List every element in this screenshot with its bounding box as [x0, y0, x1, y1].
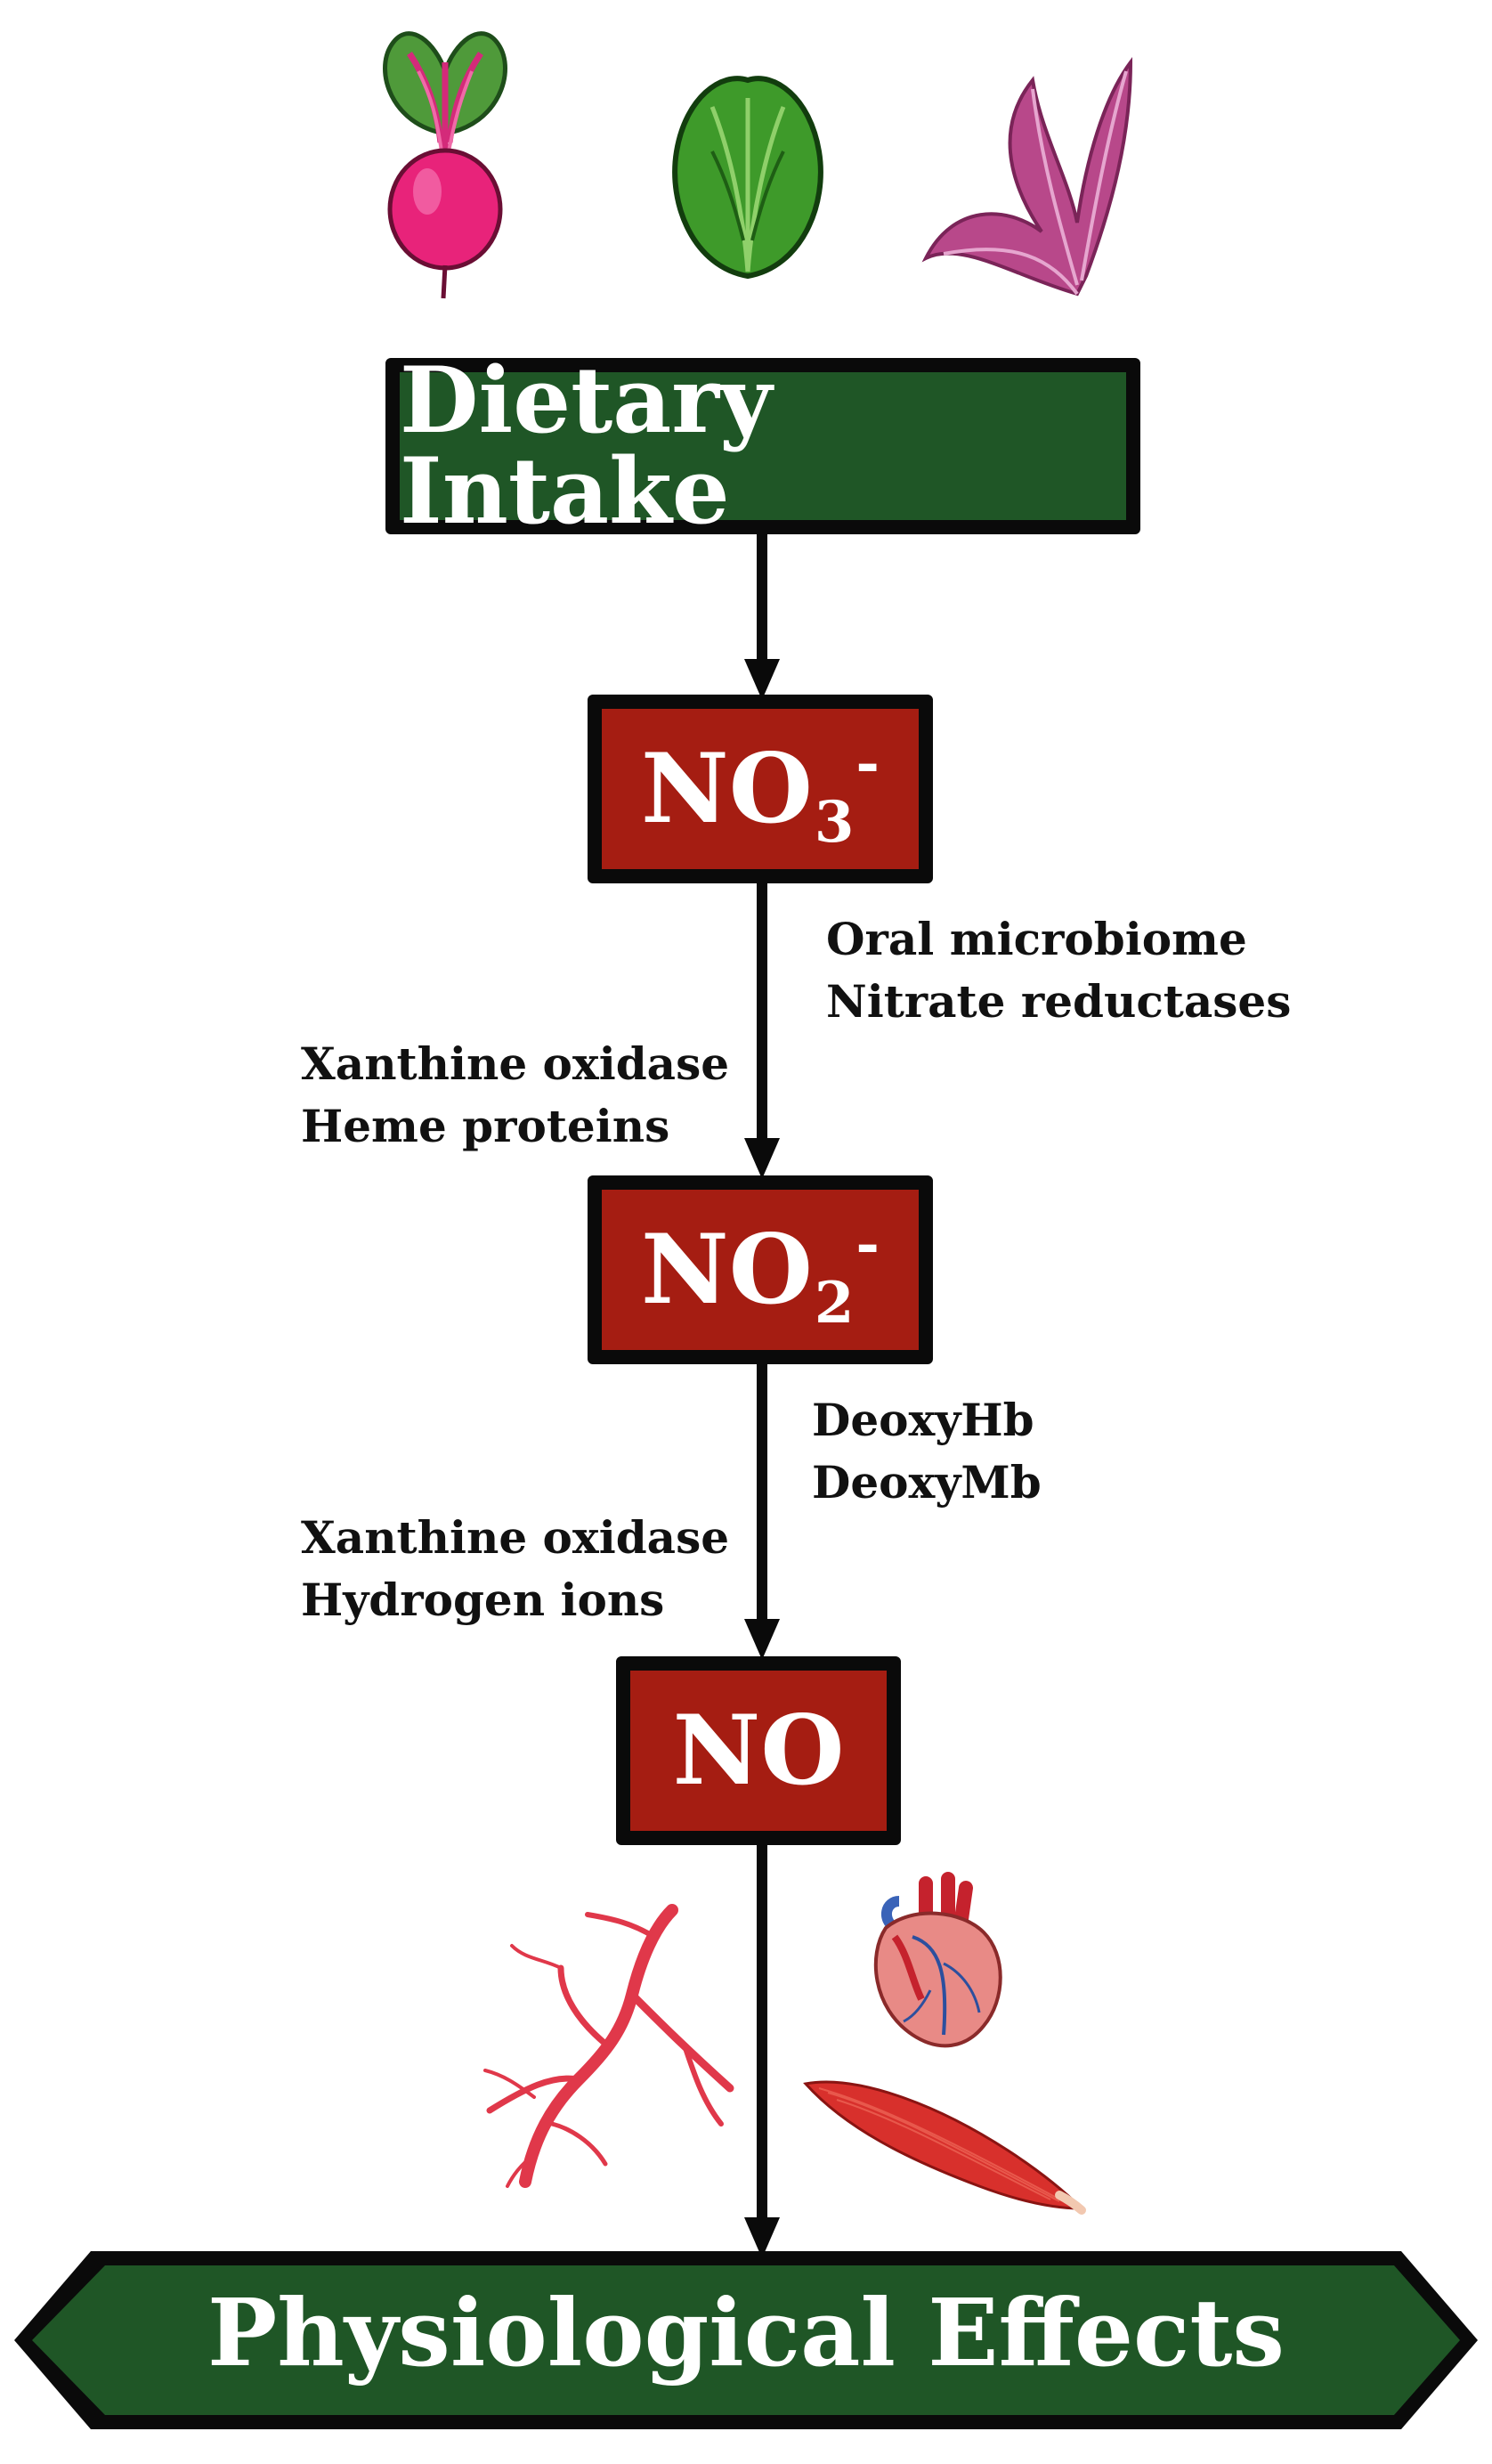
nitrite-reduction-left-label: Xanthine oxidase Hydrogen ions: [301, 1507, 729, 1631]
annotation-line: DeoxyMb: [812, 1456, 1042, 1508]
nitrate-reduction-left-label: Xanthine oxidase Heme proteins: [301, 1033, 729, 1158]
physiological-effects-label: Physiological Effects: [207, 2278, 1285, 2387]
nitrate-box: NO 3 -: [588, 695, 933, 883]
nitrate-formula: NO 3 -: [641, 733, 880, 851]
annotation-line: Oral microbiome: [826, 913, 1247, 965]
nitrite-subscript: 2: [814, 1270, 855, 1337]
annotation-line: Heme proteins: [301, 1100, 670, 1152]
nitrate-reduction-right-label: Oral microbiome Nitrate reductases: [826, 908, 1291, 1033]
muscle-icon: [803, 2080, 1086, 2215]
blood-vessel-icon: [483, 1904, 734, 2188]
dietary-intake-box: Dietary Intake: [385, 347, 1140, 545]
red-lettuce-icon: [921, 56, 1133, 297]
dietary-intake-label: Dietary Intake: [400, 347, 773, 545]
nitrate-superscript: -: [855, 730, 880, 797]
nitrite-formula: NO 2 -: [641, 1214, 880, 1332]
arrow-nitrite-to-no: [744, 1362, 780, 1660]
nitric-oxide-label: NO: [672, 1695, 845, 1807]
arrow-nitrate-to-nitrite: [744, 882, 780, 1179]
arrow-intake-to-nitrate: [744, 533, 780, 700]
annotation-line: Nitrate reductases: [826, 975, 1292, 1028]
nitrite-reduction-right-label: DeoxyHb DeoxyMb: [812, 1389, 1042, 1514]
nitrate-subscript: 3: [814, 789, 855, 856]
nitric-oxide-box: NO: [616, 1656, 901, 1845]
beetroot-icon: [383, 31, 507, 299]
nitrite-box: NO 2 -: [588, 1175, 933, 1364]
arrow-no-to-effects: [744, 1842, 780, 2258]
annotation-line: DeoxyHb: [812, 1394, 1034, 1446]
heart-icon: [873, 1872, 1002, 2048]
annotation-line: Xanthine oxidase: [301, 1037, 730, 1090]
nitrate-base: NO: [641, 733, 813, 845]
annotation-line: Xanthine oxidase: [301, 1511, 730, 1564]
annotation-line: Hydrogen ions: [301, 1574, 665, 1626]
nitrite-superscript: -: [855, 1211, 880, 1278]
spinach-icon: [672, 76, 823, 280]
nitrite-base: NO: [641, 1214, 813, 1326]
